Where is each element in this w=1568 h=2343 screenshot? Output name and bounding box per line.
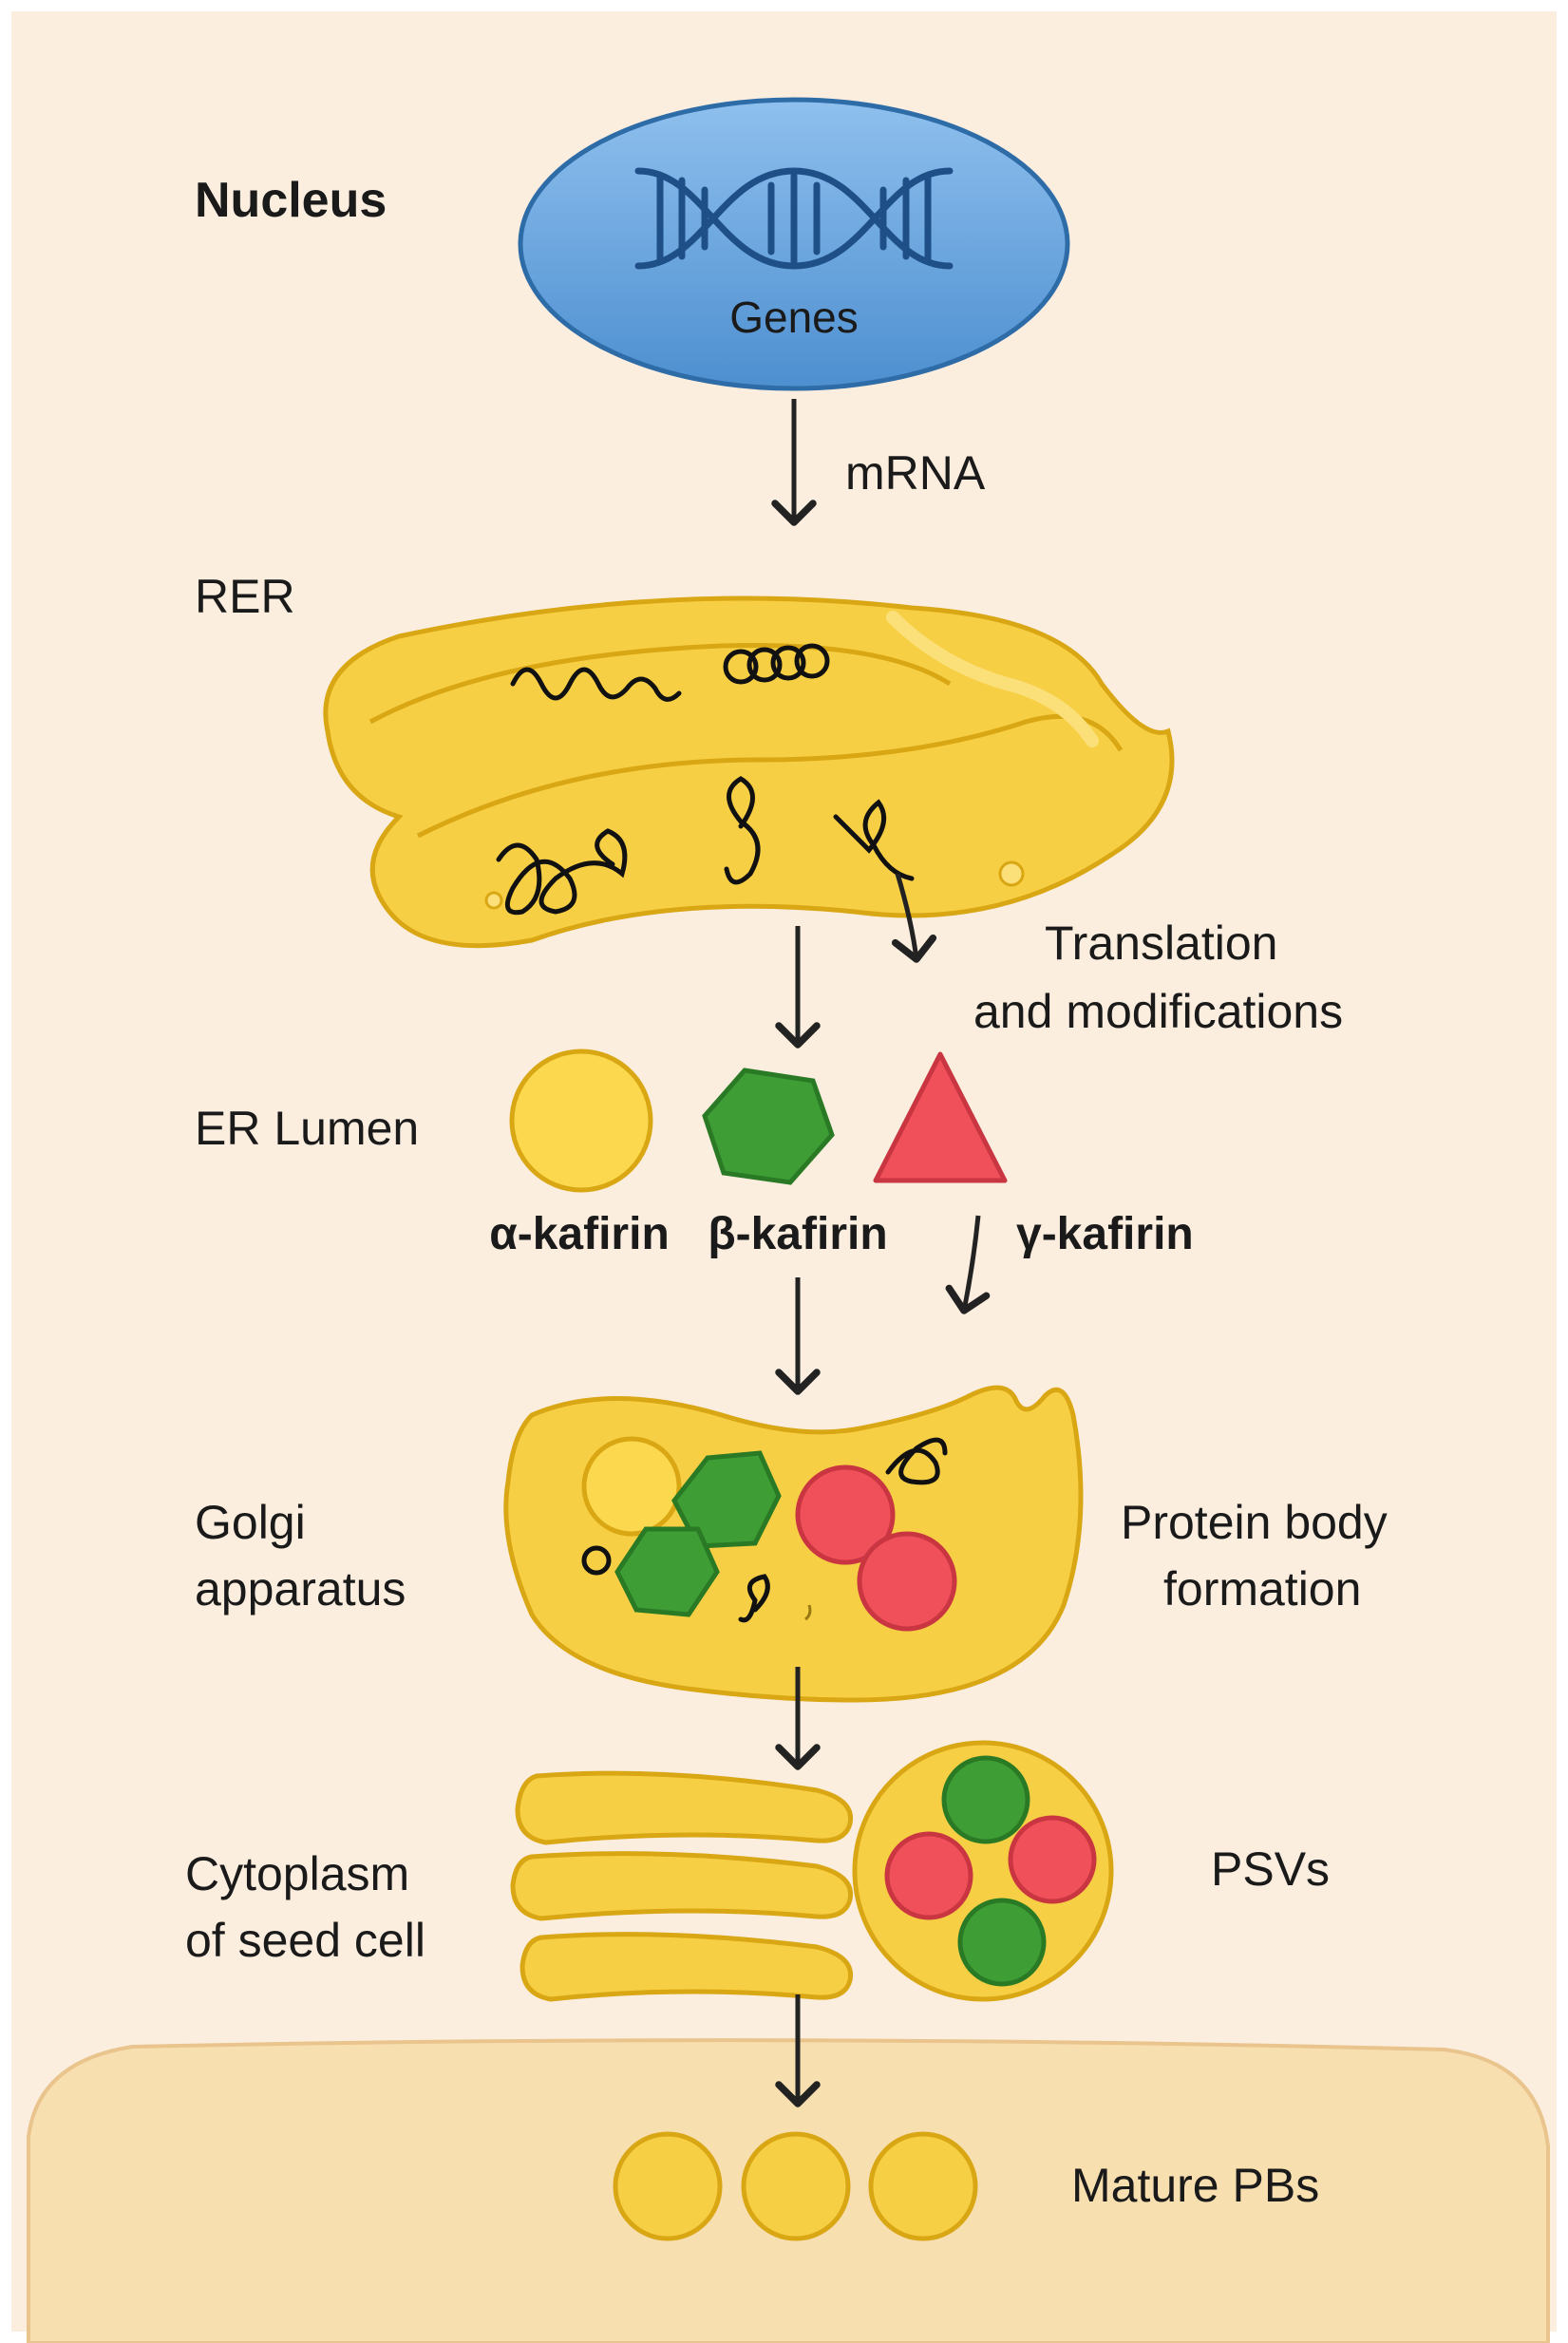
- golgi-gamma-body-2: [857, 1531, 957, 1632]
- mrna-label: mRNA: [845, 446, 986, 500]
- mature-pbs-label: Mature PBs: [1071, 2159, 1319, 2212]
- psv-vacuole: [852, 1740, 1114, 2002]
- dna-icon: [634, 167, 954, 270]
- beta-kafirin-shape: [702, 1068, 835, 1185]
- polypeptide-chain-3: [833, 799, 915, 881]
- golgi-squiggle-1: [885, 1437, 948, 1485]
- genes-label: Genes: [729, 293, 859, 342]
- alpha-kafirin-shape: [509, 1049, 653, 1193]
- psv-gamma-body-2: [1008, 1815, 1097, 1904]
- cytoplasm-label-line1: Cytoplasm: [185, 1847, 409, 1900]
- mature-pb-3: [868, 2131, 978, 2241]
- mrna-squiggle: [510, 667, 682, 702]
- golgi-gamma-body-1: [795, 1464, 896, 1565]
- er-lumen-label: ER Lumen: [195, 1102, 419, 1155]
- protein-body-label-line2: formation: [1163, 1562, 1361, 1616]
- golgi-label-line2: apparatus: [195, 1562, 406, 1616]
- psv-gamma-body-1: [884, 1831, 973, 1920]
- beta-kafirin-label: β-kafirin: [708, 1209, 887, 1259]
- polypeptide-chain-1: [496, 828, 628, 916]
- psv-beta-body-1: [941, 1755, 1030, 1844]
- arrow-gamma-curved: [945, 1215, 991, 1314]
- nucleus: Genes: [518, 97, 1070, 391]
- psvs-label: PSVs: [1211, 1842, 1330, 1896]
- mature-pb-2: [741, 2131, 851, 2241]
- alpha-kafirin-label: α-kafirin: [489, 1209, 670, 1259]
- arrow-rer-curved: [891, 873, 937, 963]
- translation-label-line2: and modifications: [973, 985, 1343, 1038]
- gamma-kafirin-shape: [873, 1051, 1008, 1183]
- golgi-beta-body-2: [614, 1526, 720, 1617]
- protein-body-label-line1: Protein body: [1121, 1496, 1388, 1549]
- golgi-alpha-body: [581, 1436, 682, 1537]
- mature-pb-1: [613, 2131, 723, 2241]
- rer-label: RER: [195, 570, 295, 623]
- psv-beta-body-2: [957, 1898, 1047, 1987]
- golgi-label-line1: Golgi: [195, 1496, 306, 1549]
- golgi-beta-body-1: [671, 1450, 782, 1549]
- golgi-apparatus: [503, 1385, 1084, 1703]
- cytoplasm-label-line2: of seed cell: [185, 1914, 425, 1967]
- golgi-squiggle-2: [738, 1574, 770, 1623]
- translation-label-line1: Translation: [1045, 916, 1277, 970]
- golgi-cisternae: [510, 1770, 854, 2002]
- nucleus-label: Nucleus: [195, 173, 387, 228]
- polypeptide-chain-2: [724, 776, 761, 885]
- rer-organelle: [323, 595, 1175, 949]
- gamma-kafirin-label: γ-kafirin: [1016, 1209, 1194, 1259]
